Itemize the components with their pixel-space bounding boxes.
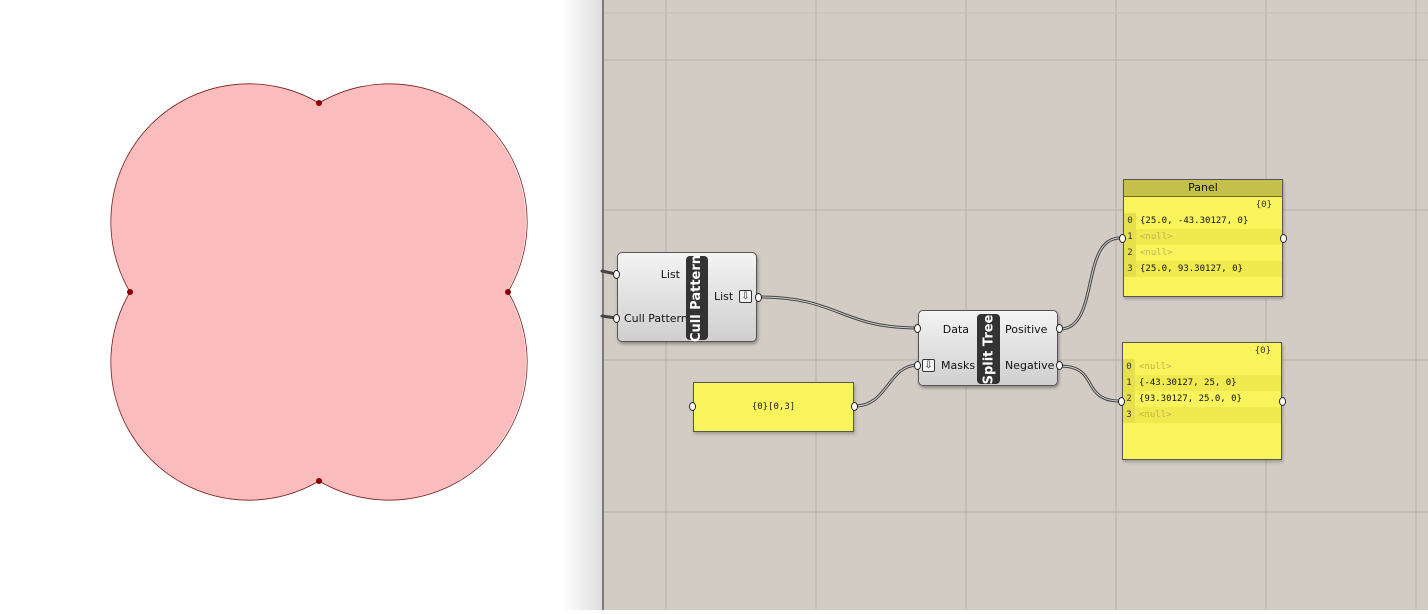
panel-path: {0} [1255,200,1272,210]
panel-row: 0 <null> [1123,359,1281,375]
port-positive-panel-input[interactable] [1119,234,1126,243]
mask-panel[interactable]: {0}[0,3] [693,382,854,432]
viewport-geometry [110,83,528,501]
panel-row: 1 {-43.30127, 25, 0} [1123,375,1281,391]
panel-rows: 0 <null> 1 {-43.30127, 25, 0} 2 {93.3012… [1123,359,1281,423]
row-value: {-43.30127, 25, 0} [1139,378,1237,388]
input-masks-label: Masks [941,359,976,372]
cull-pattern-component[interactable]: List Cull Pattern Cull Pattern List ⇩ [617,252,757,342]
split-tree-component[interactable]: Data ⇩ Masks Split Tree Positive Negativ… [918,310,1058,386]
panel-row: 2 {93.30127, 25.0, 0} [1123,391,1281,407]
port-output-list[interactable] [755,293,762,302]
port-output-negative[interactable] [1056,361,1063,370]
positive-panel[interactable]: Panel {0} 0 {25.0, -43.30127, 0} 1 <null… [1123,179,1283,297]
panel-row: 3 <null> [1123,407,1281,423]
row-index: 2 [1124,245,1136,261]
component-title: Split Tree [977,314,1000,384]
panel-row: 2 <null> [1124,245,1282,261]
output-list-label: List [714,290,734,303]
row-index: 3 [1123,407,1135,423]
input-cull-pattern-label: Cull Pattern [624,312,688,325]
row-index: 0 [1124,213,1136,229]
row-index: 0 [1123,359,1135,375]
negative-panel[interactable]: {0} 0 <null> 1 {-43.30127, 25, 0} 2 {93.… [1122,342,1282,460]
port-input-cull-pattern[interactable] [613,314,620,323]
panel-row: 3 {25.0, 93.30127, 0} [1124,261,1282,277]
port-positive-panel-output[interactable] [1280,234,1287,243]
row-index: 3 [1124,261,1136,277]
row-value: <null> [1139,410,1172,420]
row-value: {93.30127, 25.0, 0} [1139,394,1242,404]
row-index: 1 [1123,375,1135,391]
panel-rows: 0 {25.0, -43.30127, 0} 1 <null> 2 <null>… [1124,213,1282,277]
row-value: <null> [1140,248,1173,258]
mask-panel-text: {0}[0,3] [751,402,796,412]
port-input-data[interactable] [914,324,921,333]
port-mask-panel-input[interactable] [689,402,696,411]
output-positive-label: Positive [1005,323,1048,336]
row-index: 1 [1124,229,1136,245]
point-bottom [316,478,322,484]
point-right [505,289,511,295]
input-data-label: Data [942,323,969,336]
output-negative-label: Negative [1005,359,1055,372]
panel-path: {0} [1254,346,1271,356]
flatten-arrow-icon[interactable]: ⇩ [739,290,752,303]
port-input-masks[interactable] [914,361,921,370]
rhino-viewport[interactable] [0,0,600,610]
point-top [316,100,322,106]
panel-title: Panel [1124,180,1282,197]
port-negative-panel-output[interactable] [1279,397,1286,406]
row-value: {25.0, 93.30127, 0} [1140,264,1243,274]
row-value: {25.0, -43.30127, 0} [1140,216,1249,226]
row-value: <null> [1139,362,1172,372]
port-negative-panel-input[interactable] [1118,397,1125,406]
point-left [127,289,133,295]
port-mask-panel-output[interactable] [851,402,858,411]
flatten-arrow-icon[interactable]: ⇩ [922,359,935,372]
input-list-label: List [660,268,680,281]
row-index: 2 [1123,391,1135,407]
flower-shape [110,83,528,501]
row-value: <null> [1140,232,1173,242]
port-input-list[interactable] [613,270,620,279]
panel-row: 1 <null> [1124,229,1282,245]
port-output-positive[interactable] [1056,324,1063,333]
component-title: Cull Pattern [686,254,708,342]
viewport-divider-shadow [560,0,602,610]
panel-row: 0 {25.0, -43.30127, 0} [1124,213,1282,229]
